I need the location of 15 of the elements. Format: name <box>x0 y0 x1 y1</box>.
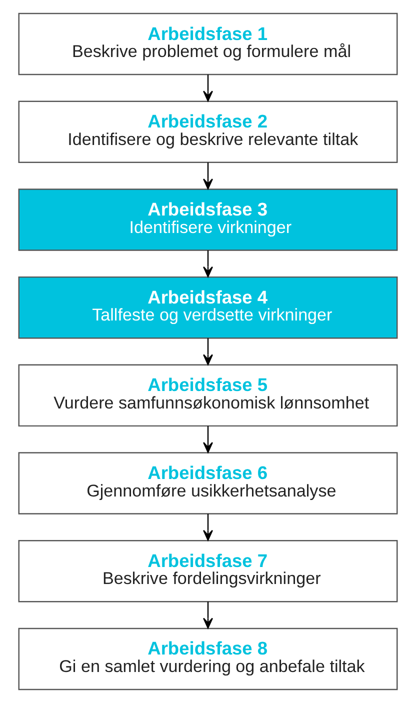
arrow <box>202 426 212 453</box>
node-box: Arbeidsfase 8 Gi en samlet vurdering og anbefale tiltak <box>18 628 398 690</box>
node-box: Arbeidsfase 6 Gjennomføre usikkerhetsanalyse <box>18 452 398 514</box>
node-box: Arbeidsfase 3 Identifisere virkninger <box>18 188 398 251</box>
node-box: Arbeidsfase 7 Beskrive fordelingsvirkninger <box>18 540 398 602</box>
arrow <box>202 74 212 102</box>
arrow <box>202 338 212 366</box>
arrow <box>202 250 212 278</box>
node-box: Arbeidsfase 4 Tallfeste og verdsette virkninger <box>18 276 398 339</box>
arrow <box>202 162 212 190</box>
arrow <box>202 602 212 629</box>
node-box: Arbeidsfase 2 Identifisere og beskrive relevante tiltak <box>18 100 398 163</box>
arrow <box>202 514 212 541</box>
node-box: Arbeidsfase 1 Beskrive problemet og formulere mål <box>18 12 398 76</box>
node-box: Arbeidsfase 5 Vurdere samfunnsøkonomisk lønnsomhet <box>18 364 398 427</box>
